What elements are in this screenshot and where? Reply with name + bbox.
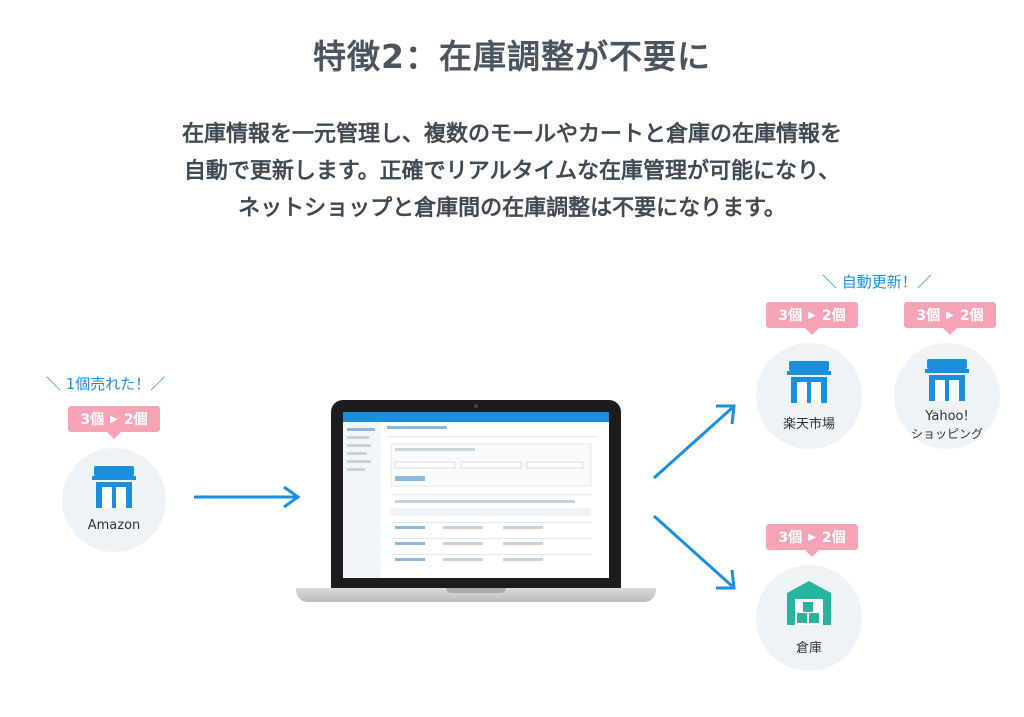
stock-from: 3個 — [916, 308, 941, 324]
arrow-down-right-icon — [652, 514, 736, 590]
description-line: ネットショップと倉庫間の在庫調整は不要になります。 — [238, 196, 786, 221]
stock-from: 3個 — [778, 530, 803, 546]
store-label: Amazon — [87, 518, 141, 533]
triangle-right-icon: ▶ — [110, 413, 118, 425]
laptop-screen — [343, 412, 609, 578]
description: 在庫情報を一元管理し、複数のモールやカートと倉庫の在庫情報を 自動で更新します。… — [0, 116, 1024, 227]
triangle-right-icon: ▶ — [808, 309, 816, 321]
stock-from: 3個 — [778, 308, 803, 324]
stock-to: 2個 — [821, 530, 846, 546]
triangle-right-icon: ▶ — [946, 309, 954, 321]
description-line: 在庫情報を一元管理し、複数のモールやカートと倉庫の在庫情報を — [181, 122, 842, 147]
stock-from: 3個 — [80, 412, 105, 428]
warehouse-label: 倉庫 — [795, 641, 822, 656]
store-label: 楽天市場 — [782, 417, 835, 432]
app-screenshot — [343, 412, 609, 578]
arrow-right-icon — [194, 485, 301, 509]
stock-to: 2個 — [821, 308, 846, 324]
stock-badge: 3個 ▶ 2個 — [68, 406, 160, 439]
stock-badge: 3個 ▶ 2個 — [904, 302, 996, 335]
yahoo-node: Yahoo! ショッピング — [894, 343, 1000, 449]
arrow-up-right-icon — [652, 404, 736, 480]
warehouse-node: 倉庫 — [756, 565, 862, 671]
warehouse-icon — [787, 581, 831, 625]
stock-badge: 3個 ▶ 2個 — [766, 302, 858, 335]
store-label: Yahoo! — [925, 409, 969, 424]
auto-update-callout: ＼ 自動更新！／ — [822, 273, 932, 291]
stock-to: 2個 — [123, 412, 148, 428]
triangle-right-icon: ▶ — [808, 531, 816, 543]
rakuten-node: 楽天市場 — [756, 343, 862, 449]
stock-to: 2個 — [959, 308, 984, 324]
sold-callout: ＼ 1個売れた！／ — [46, 375, 166, 393]
amazon-node: Amazon — [62, 448, 166, 552]
description-line: 自動で更新します。正確でリアルタイムな在庫管理が可能になり、 — [183, 159, 841, 184]
stock-badge: 3個 ▶ 2個 — [766, 524, 858, 557]
store-icon — [92, 466, 136, 508]
store-icon — [925, 359, 969, 401]
store-sublabel: ショッピング — [910, 427, 983, 441]
page-title: 特徴2：在庫調整が不要に — [313, 37, 711, 76]
store-icon — [787, 361, 831, 403]
